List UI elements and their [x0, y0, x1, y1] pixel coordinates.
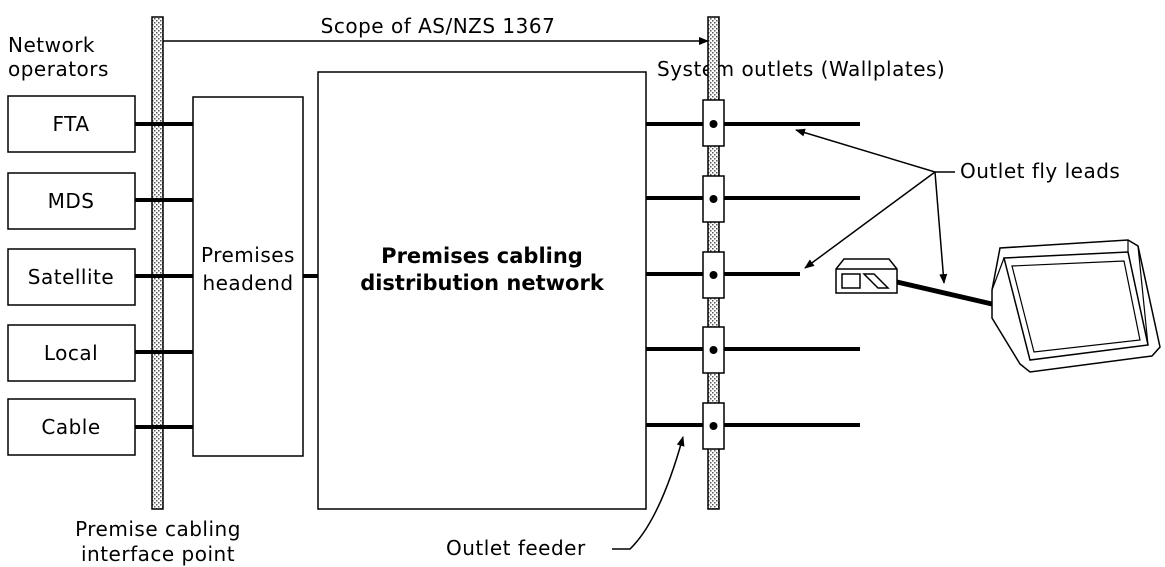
outlet-feeder-label: Outlet feeder	[446, 536, 586, 560]
outlet-lines	[646, 122, 860, 427]
wallplate	[702, 402, 725, 450]
tv-lead	[896, 279, 993, 307]
set-top-box-icon	[835, 258, 898, 294]
system-outlets-label: System outlets (Wallplates)	[657, 57, 945, 81]
distribution-label-line1: Premises cabling	[381, 244, 583, 268]
operator-satellite: Satellite	[7, 248, 136, 306]
operator-label: Cable	[41, 415, 100, 439]
operator-local: Local	[7, 324, 136, 382]
wallplate	[702, 326, 725, 374]
distribution-network: Premises cabling distribution network	[317, 71, 647, 510]
wallplate	[702, 99, 725, 147]
operator-label: FTA	[53, 112, 90, 136]
interface-point-bar	[151, 16, 164, 510]
network-operators-label-line2: operators	[8, 57, 109, 81]
scope-label: Scope of AS/NZS 1367	[321, 14, 556, 38]
distribution-label-line2: distribution network	[360, 271, 605, 295]
operator-mds: MDS	[7, 172, 136, 230]
fly-leads-arrows	[795, 128, 948, 284]
operator-label: Local	[44, 341, 98, 365]
premises-headend: Premises headend	[192, 96, 304, 457]
interface-point-label-line2: interface point	[81, 542, 235, 566]
wallplate	[702, 175, 725, 223]
television-icon	[991, 239, 1161, 373]
operator-label: Satellite	[28, 265, 114, 289]
operator-label: MDS	[48, 189, 95, 213]
interface-point-label-line1: Premise cabling	[75, 517, 241, 541]
outlet-fly-leads-label: Outlet fly leads	[960, 159, 1120, 183]
headend-label-line2: headend	[202, 271, 293, 295]
operator-feed-lines	[135, 122, 193, 429]
outlet-feeder-arrow	[612, 436, 685, 550]
headend-label-line1: Premises	[201, 243, 295, 267]
operator-fta: FTA	[7, 95, 136, 153]
wallplate	[702, 251, 725, 299]
operator-cable: Cable	[7, 398, 136, 456]
network-operators-label-line1: Network	[8, 33, 95, 57]
